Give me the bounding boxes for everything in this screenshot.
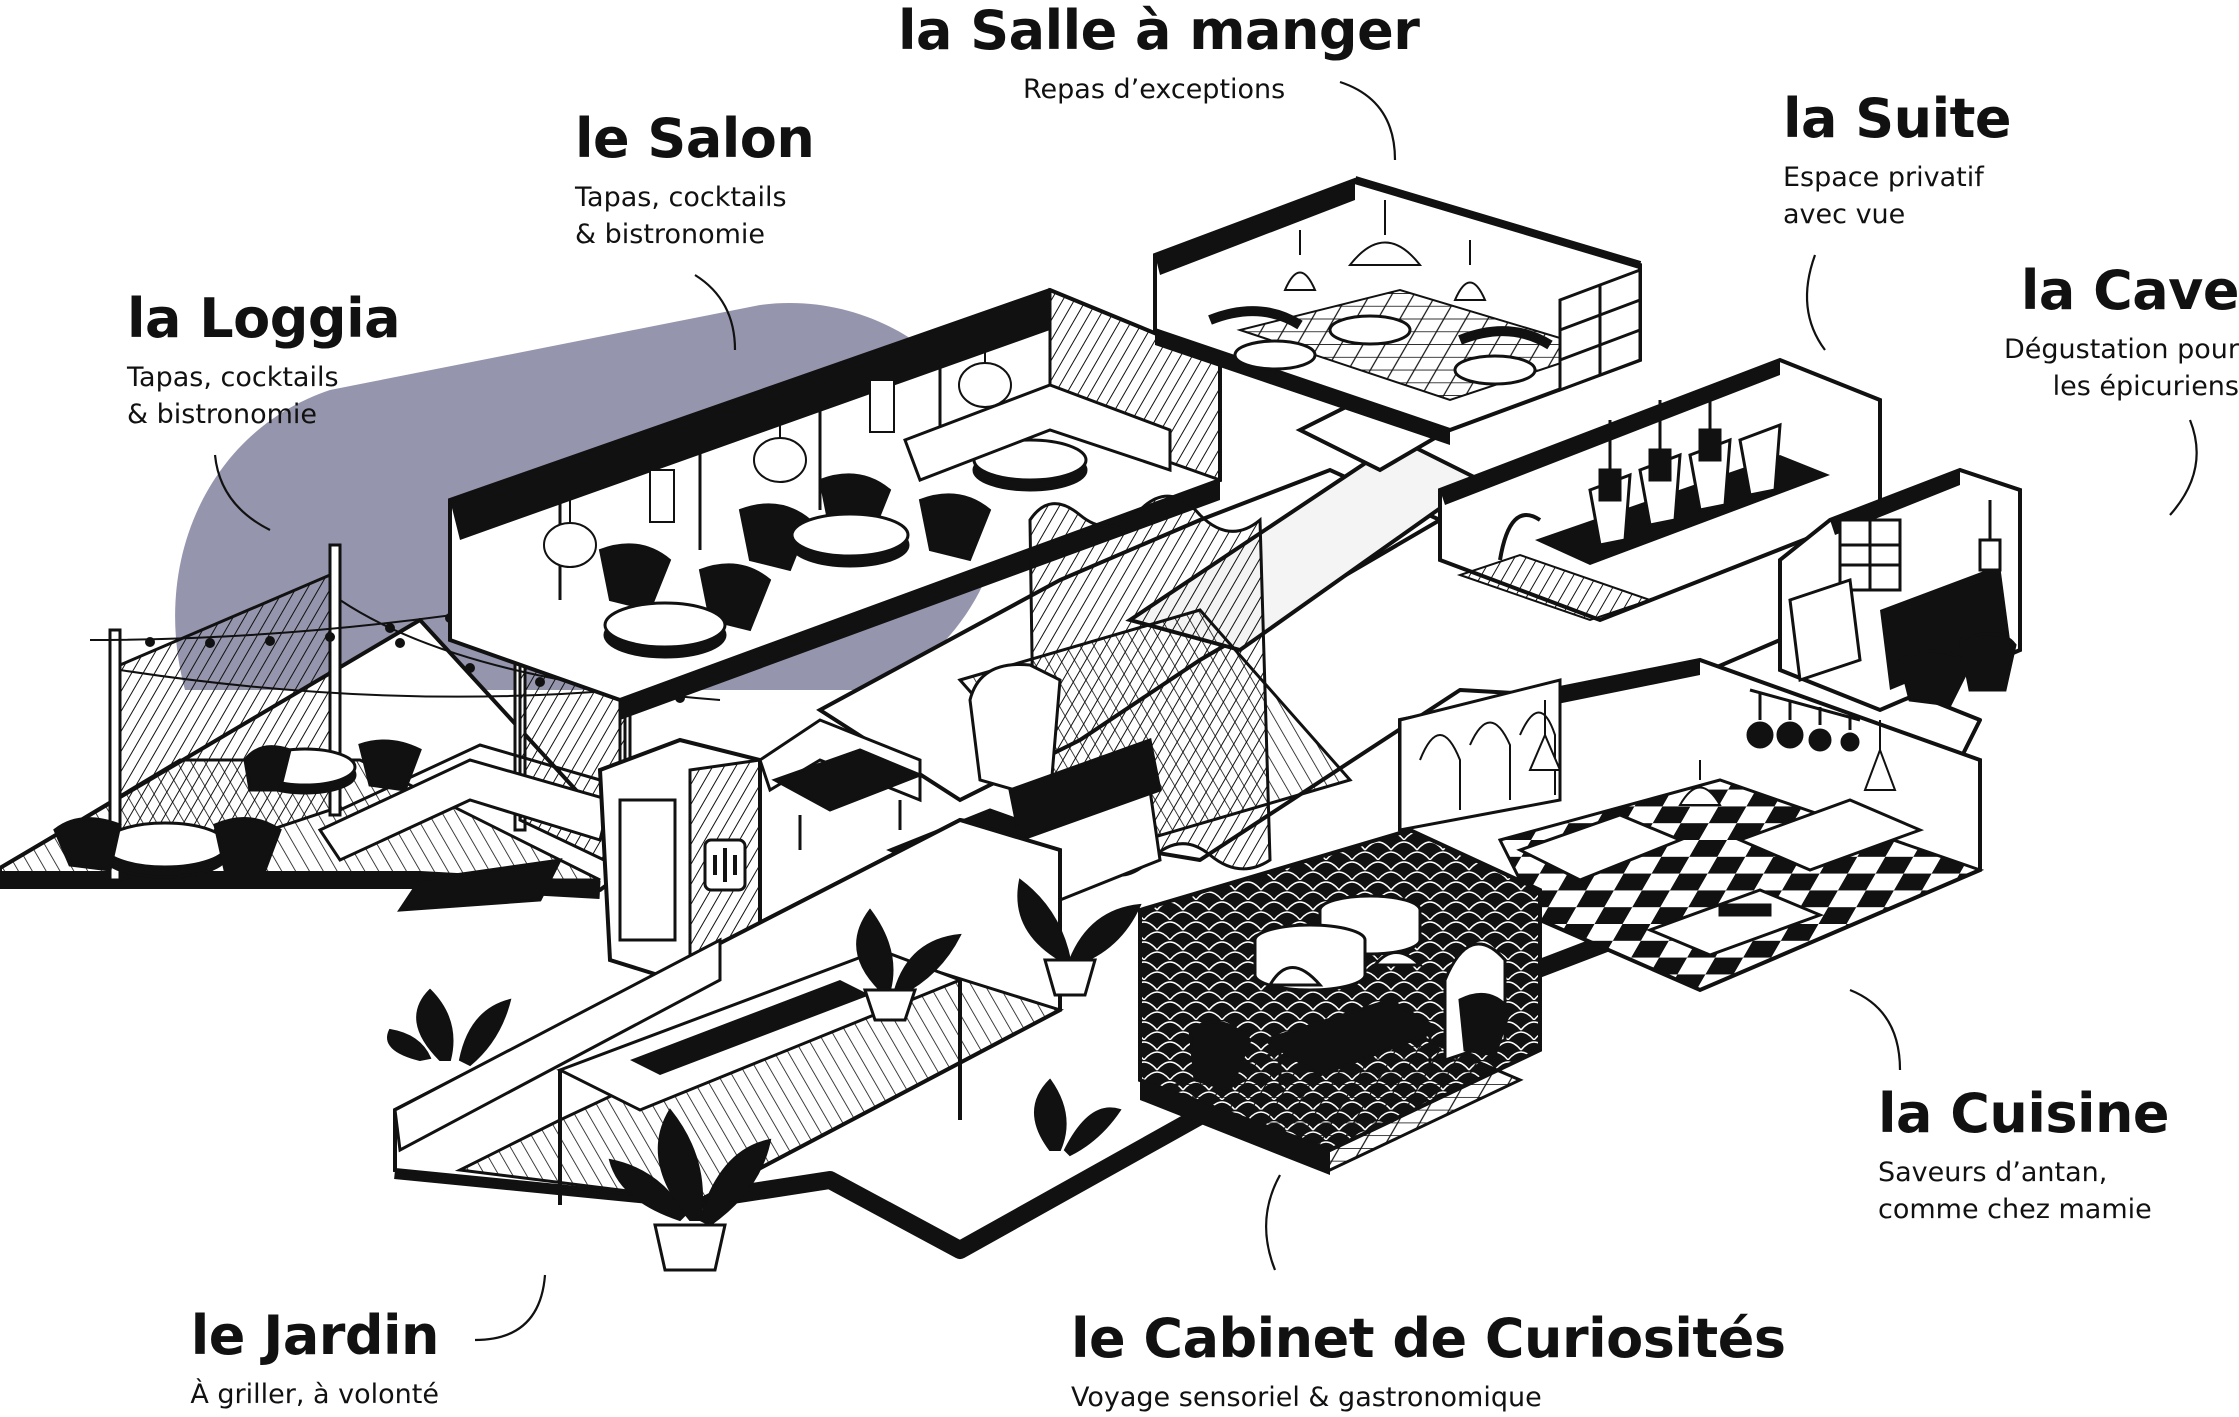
subtitle-cave: Dégustation pour les épicuriens xyxy=(2003,334,2239,402)
title-loggia: la Loggia xyxy=(127,287,401,350)
subtitle-salle: Repas d’exceptions xyxy=(1023,74,1286,105)
label-salle-sub: Repas d’exceptions xyxy=(1023,62,1285,108)
label-suite: la Suite Espace privatif avec vue xyxy=(1783,87,2012,233)
label-salon: le Salon Tapas, cocktails & bistronomie xyxy=(575,107,815,253)
title-salon: le Salon xyxy=(575,107,815,170)
label-salle: la Salle à manger xyxy=(898,0,1420,62)
callout-lines xyxy=(213,80,2198,1342)
title-suite: la Suite xyxy=(1783,87,2012,150)
label-cave: la Cave Dégustation pour les épicuriens xyxy=(2003,259,2239,405)
cave-room xyxy=(1778,467,2022,713)
subtitle-salon: Tapas, cocktails & bistronomie xyxy=(575,182,787,250)
title-cave: la Cave xyxy=(2020,259,2239,322)
jardin-room xyxy=(387,817,1142,1272)
title-salle: la Salle à manger xyxy=(898,0,1420,62)
subtitle-suite: Espace privatif avec vue xyxy=(1783,162,1984,230)
title-cabinet: le Cabinet de Curiosités xyxy=(1071,1307,1786,1370)
subtitle-jardin: À griller, à volonté xyxy=(190,1379,439,1411)
label-jardin: le Jardin À griller, à volonté xyxy=(190,1304,440,1414)
label-cuisine: la Cuisine Saveurs d’antan, comme chez m… xyxy=(1878,1082,2170,1228)
label-loggia: la Loggia Tapas, cocktails & bistronomie xyxy=(127,287,401,433)
loggia-room xyxy=(0,543,721,912)
label-cabinet: le Cabinet de Curiosités Voyage sensorie… xyxy=(1071,1307,1786,1417)
salle-room xyxy=(1153,176,1642,445)
cabinet-room xyxy=(1138,827,1542,1175)
subtitle-cabinet: Voyage sensoriel & gastronomique xyxy=(1071,1382,1542,1414)
title-jardin: le Jardin xyxy=(190,1304,440,1367)
subtitle-loggia: Tapas, cocktails & bistronomie xyxy=(127,362,339,430)
cuisine-room xyxy=(1398,657,1985,993)
salon-room xyxy=(448,287,1222,720)
title-cuisine: la Cuisine xyxy=(1878,1082,2170,1145)
subtitle-cuisine: Saveurs d’antan, comme chez mamie xyxy=(1878,1157,2152,1225)
